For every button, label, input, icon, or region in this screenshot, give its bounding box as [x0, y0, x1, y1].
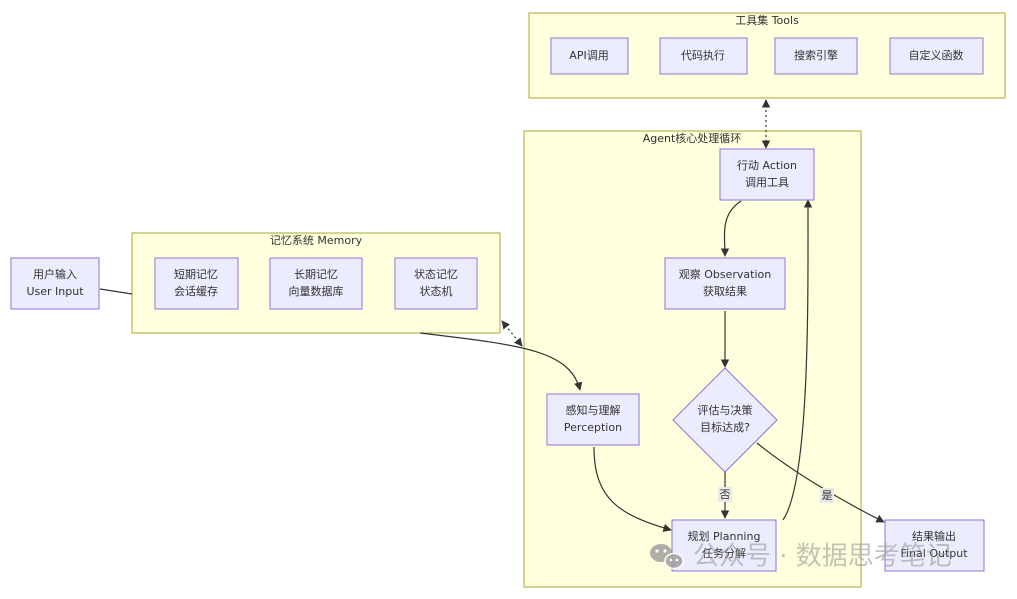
perception-node: 感知与理解 Perception: [546, 393, 640, 446]
svg-text:状态机: 状态机: [420, 284, 453, 298]
action-node: 行动 Action 调用工具: [719, 148, 815, 201]
input-edge: [99, 288, 133, 295]
memory-node-short-term: 短期记忆 会话缓存: [154, 257, 239, 310]
planning-node: 规划 Planning 任务分解: [671, 519, 777, 572]
memory-agent-link: [501, 320, 523, 347]
svg-text:调用工具: 调用工具: [745, 176, 789, 189]
agent-cluster-title: Agent核心处理循环: [643, 131, 742, 145]
svg-text:代码执行: 代码执行: [681, 48, 725, 62]
svg-text:Perception: Perception: [564, 421, 622, 434]
edge-label-yes: 是: [820, 488, 834, 503]
memory-perception-edge: [419, 332, 583, 391]
memory-node-long-term: 长期记忆 向量数据库: [269, 257, 363, 310]
evaluate-final-edge: [756, 442, 885, 523]
tool-node-api: API调用: [550, 37, 629, 75]
tool-node-search: 搜索引擎: [774, 37, 858, 75]
svg-text:自定义函数: 自定义函数: [909, 48, 964, 62]
user-input-node: 用户输入 User Input: [10, 257, 100, 310]
svg-text:状态记忆: 状态记忆: [414, 267, 458, 281]
svg-text:会话缓存: 会话缓存: [174, 284, 218, 298]
svg-text:User Input: User Input: [26, 285, 84, 298]
memory-cluster-title: 记忆系统 Memory: [270, 234, 363, 247]
svg-text:长期记忆: 长期记忆: [294, 268, 338, 281]
svg-text:是: 是: [822, 489, 833, 502]
svg-text:向量数据库: 向量数据库: [289, 284, 344, 298]
watermark-text: 公众号 · 数据思考笔记: [693, 542, 952, 572]
perception-planning-edge: [593, 446, 672, 532]
svg-text:规划 Planning: 规划 Planning: [688, 529, 761, 543]
svg-text:API调用: API调用: [569, 49, 608, 62]
svg-text:结果输出: 结果输出: [912, 529, 956, 543]
svg-text:观察 Observation: 观察 Observation: [679, 267, 772, 281]
svg-text:评估与决策: 评估与决策: [698, 403, 753, 417]
observation-node: 观察 Observation 获取结果: [664, 257, 786, 310]
svg-text:搜索引擎: 搜索引擎: [794, 48, 838, 62]
memory-node-state: 状态记忆 状态机: [394, 257, 478, 310]
svg-text:感知与理解: 感知与理解: [566, 403, 621, 417]
planning-action-edge: [782, 199, 813, 521]
svg-text:目标达成?: 目标达成?: [700, 420, 750, 434]
edge-label-no: 否: [718, 487, 732, 502]
svg-text:任务分解: 任务分解: [702, 546, 746, 560]
tools-cluster-title: 工具集 Tools: [735, 13, 799, 27]
action-observation-edge: [720, 200, 742, 257]
tool-node-code: 代码执行: [659, 37, 748, 75]
svg-text:Final Output: Final Output: [900, 547, 968, 560]
watermark: 公众号 · 数据思考笔记: [650, 542, 952, 572]
svg-text:否: 否: [720, 488, 731, 501]
wechat-icon: [650, 544, 684, 570]
svg-text:短期记忆: 短期记忆: [174, 267, 218, 281]
svg-text:获取结果: 获取结果: [703, 285, 747, 298]
evaluate-decision-node: 评估与决策 目标达成?: [672, 367, 778, 473]
final-output-node: 结果输出 Final Output: [884, 519, 985, 572]
svg-text:行动 Action: 行动 Action: [737, 159, 797, 172]
svg-text:用户输入: 用户输入: [33, 267, 77, 281]
tool-node-custom: 自定义函数: [889, 37, 984, 75]
